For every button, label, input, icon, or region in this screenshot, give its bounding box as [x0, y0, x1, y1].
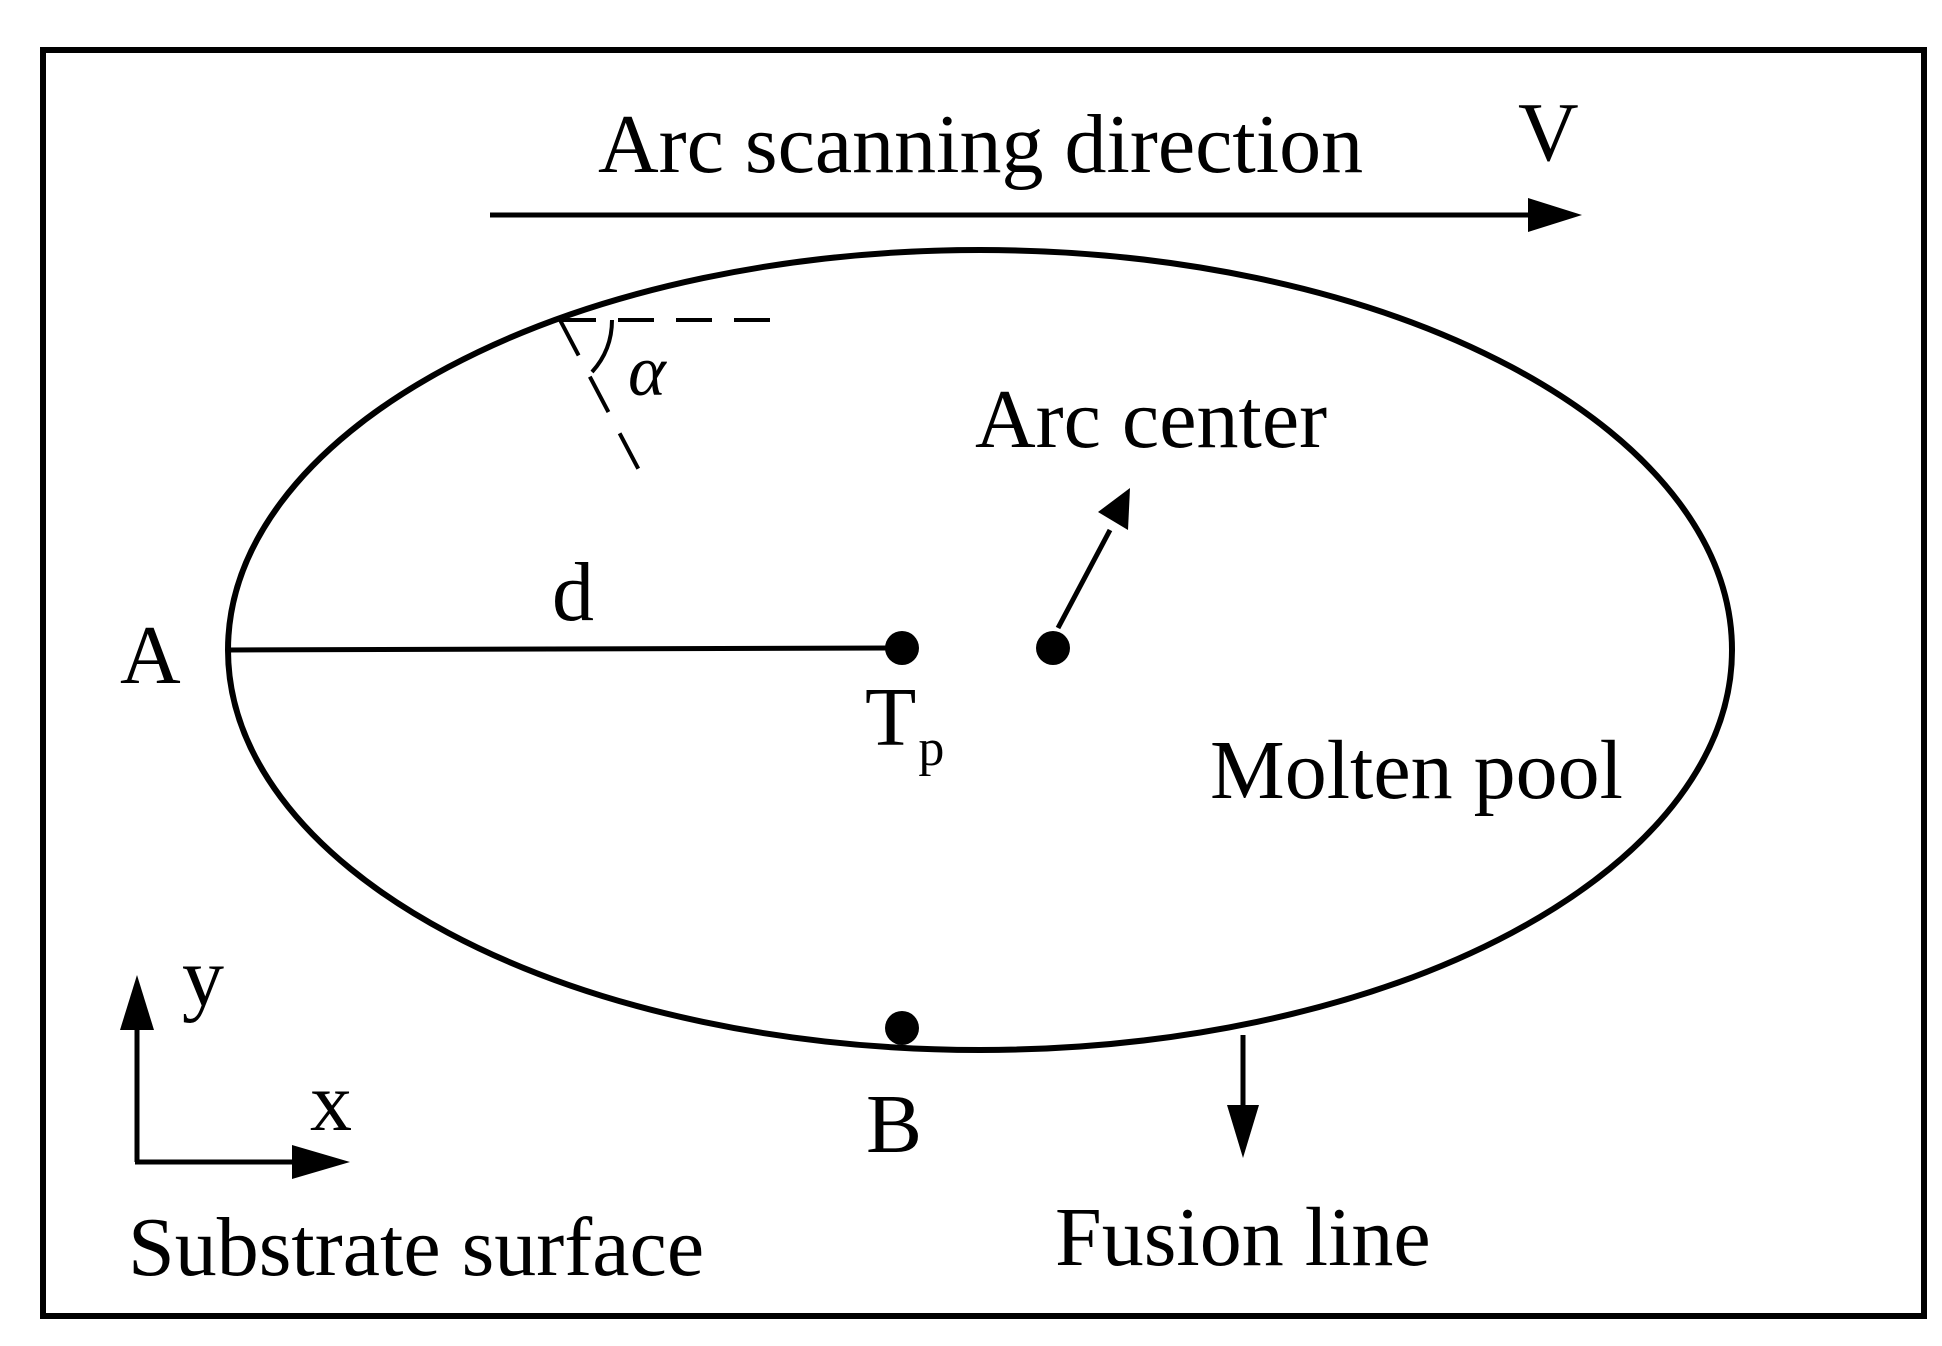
- peak-temperature-label: Tp: [865, 671, 944, 777]
- normal-reference-dashed: [558, 319, 642, 473]
- fusion-line-label: Fusion line: [1055, 1191, 1431, 1284]
- distance-line: [227, 645, 901, 653]
- point-b-label: B: [866, 1078, 922, 1171]
- molten-pool-label: Molten pool: [1210, 724, 1623, 817]
- point-a-label: A: [120, 609, 181, 702]
- angle-alpha-label: α: [628, 331, 667, 411]
- distance-label: d: [552, 546, 594, 639]
- arc-center-label: Arc center: [975, 373, 1327, 466]
- peak-temperature-point: [885, 631, 919, 665]
- scan-direction-arrowhead: [1528, 198, 1582, 232]
- velocity-label: V: [1518, 86, 1579, 179]
- axis-x-label: x: [310, 1056, 352, 1149]
- peak-temperature-main: T: [865, 671, 916, 764]
- arc-center-arrowhead: [1098, 488, 1130, 530]
- fusion-line-arrowhead: [1227, 1105, 1259, 1158]
- diagram-frame: [40, 47, 1927, 1319]
- x-axis-arrowhead: [292, 1145, 350, 1179]
- arc-center-pointer: [1055, 528, 1113, 630]
- y-axis-arrowhead: [120, 975, 154, 1030]
- arc-center-point: [1036, 631, 1070, 665]
- axis-y-label: y: [182, 931, 224, 1024]
- angle-arc: [590, 319, 614, 374]
- substrate-surface-label: Substrate surface: [128, 1201, 704, 1294]
- peak-temperature-subscript: p: [918, 720, 944, 777]
- point-b-dot: [885, 1011, 919, 1045]
- scan-direction-label: Arc scanning direction: [598, 98, 1363, 191]
